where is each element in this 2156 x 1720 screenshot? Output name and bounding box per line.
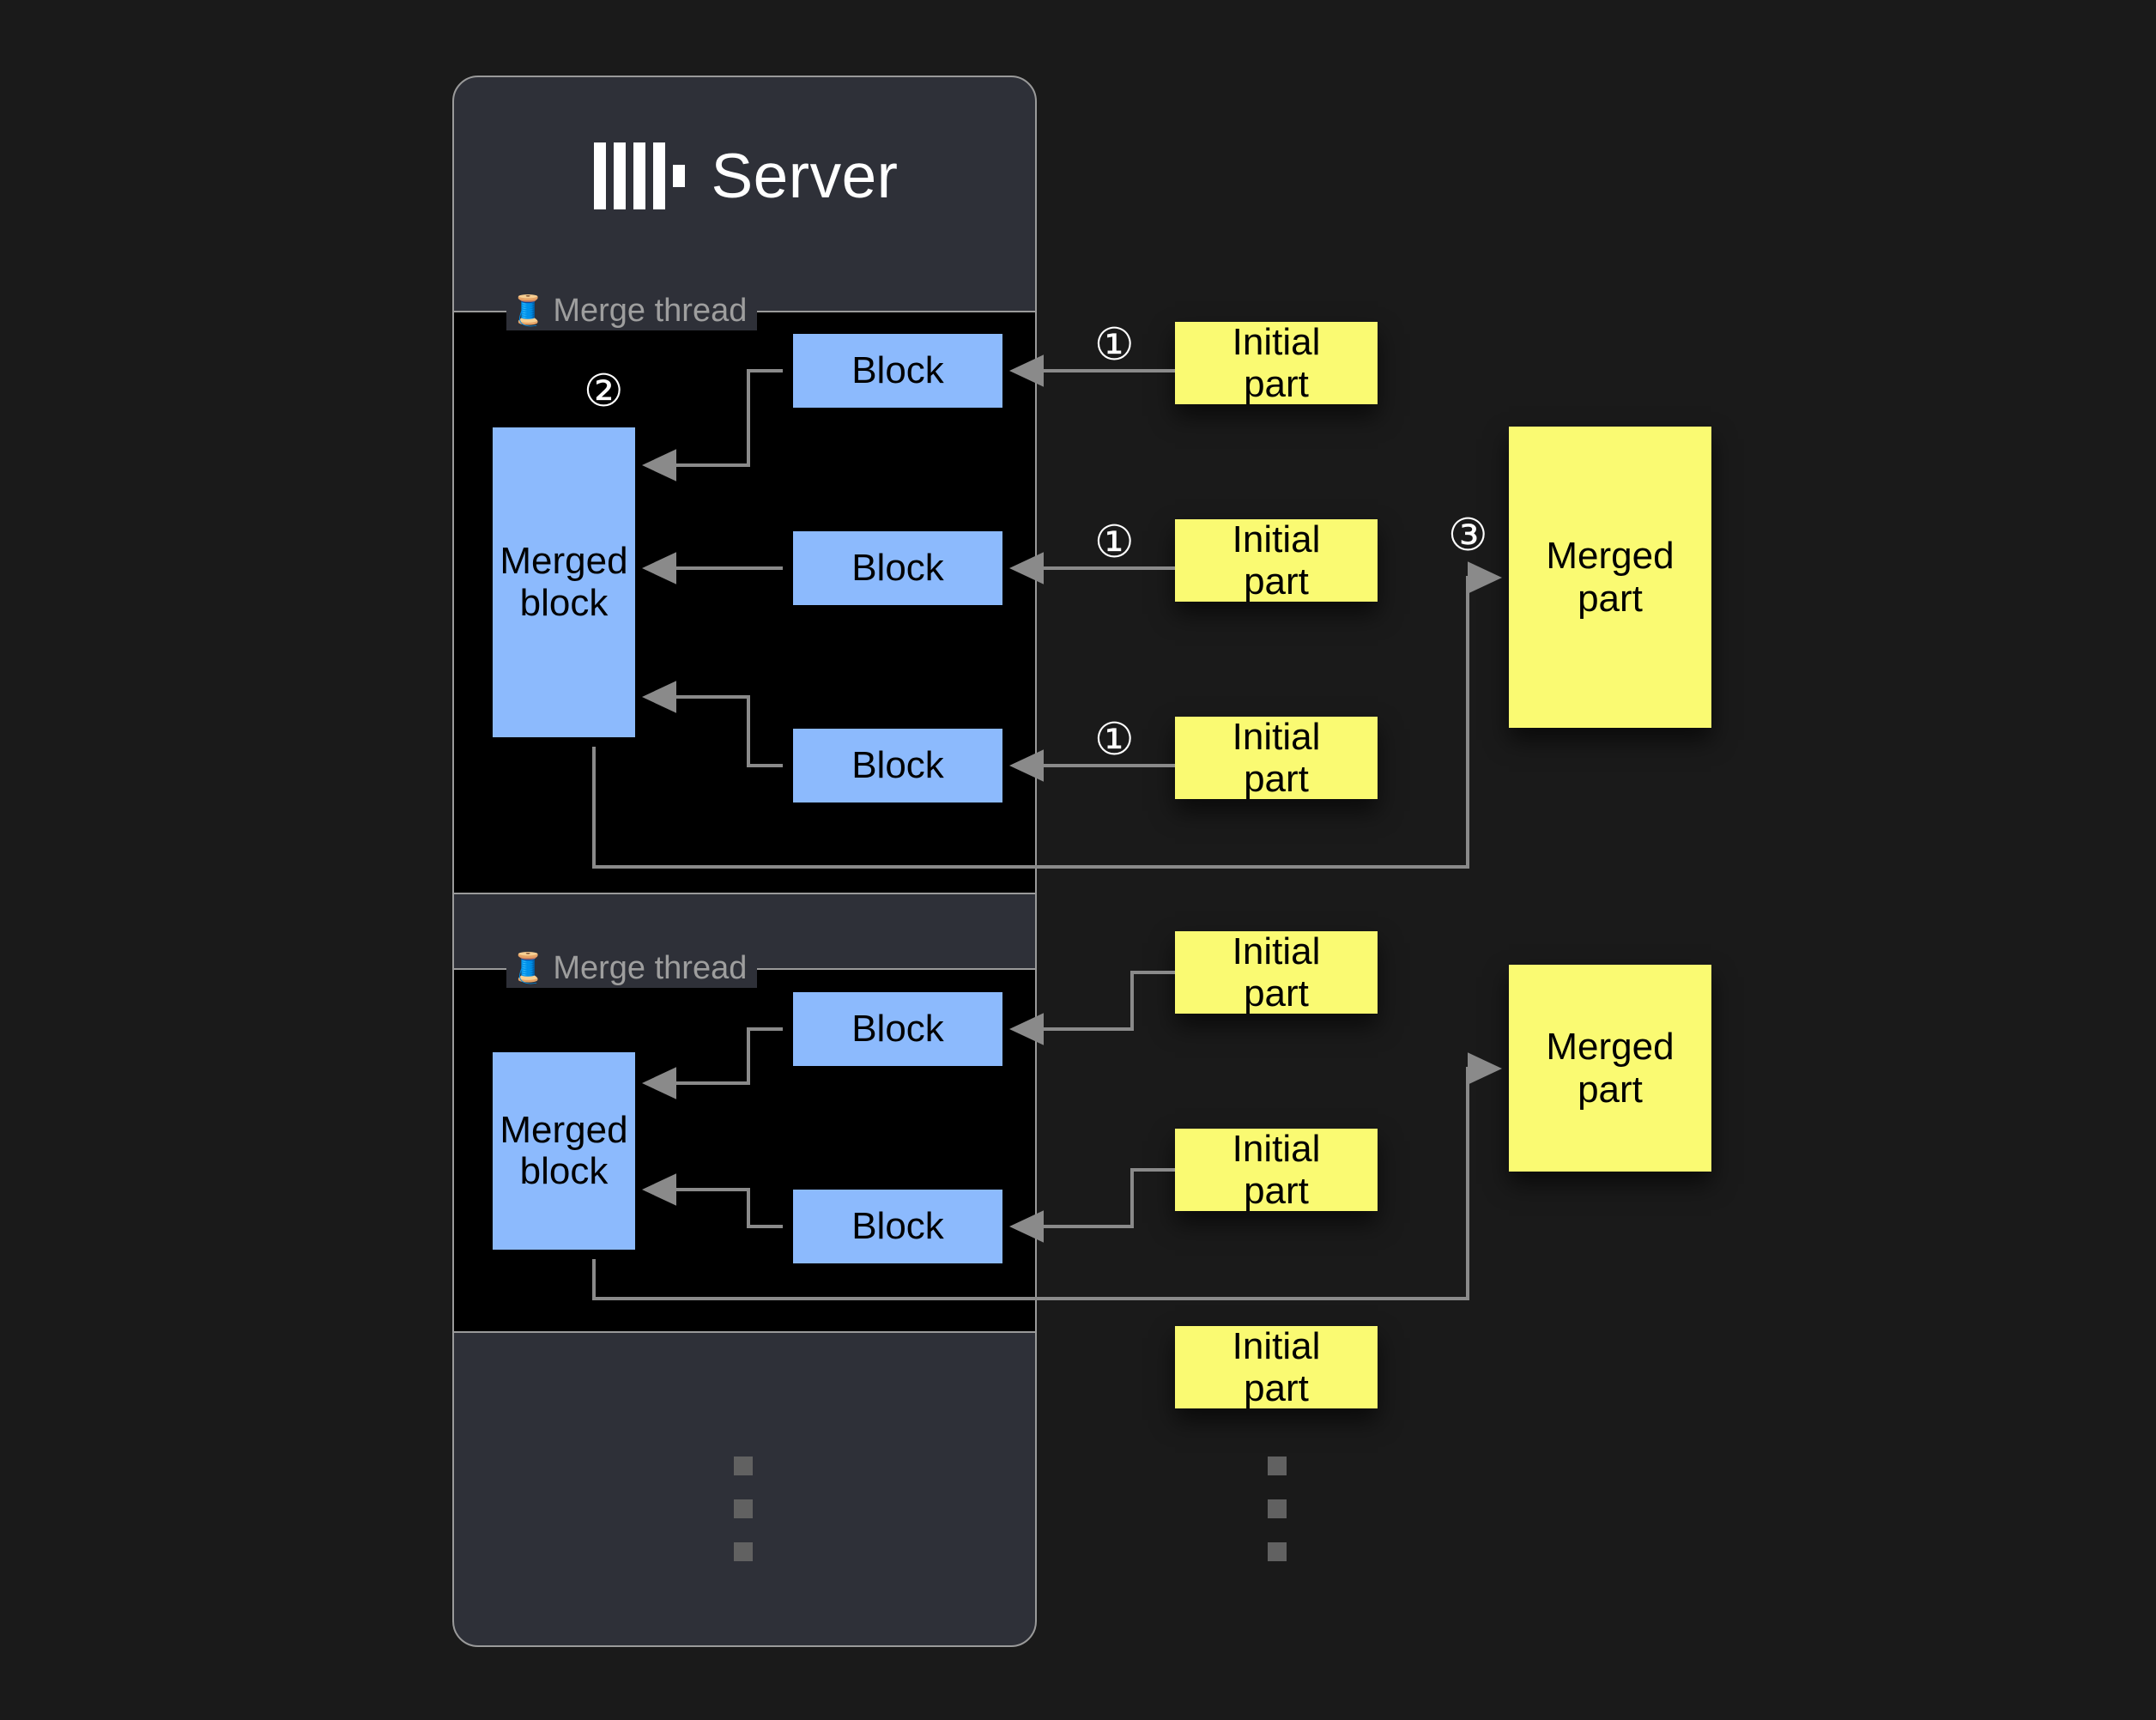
arrow-initialpart4-to-block21: [1009, 971, 1175, 1045]
merged-block-line2: block: [519, 581, 609, 624]
merged-part-line2: part: [1578, 1068, 1643, 1111]
merged-part-line2: part: [1578, 577, 1643, 620]
block-1-1: Block: [793, 334, 1002, 408]
step-badge-1-b: ①: [1094, 518, 1135, 567]
initial-part-line2: part: [1244, 1170, 1309, 1212]
step-badge-1-a: ①: [1094, 320, 1135, 370]
merged-part-2: Merged part: [1509, 965, 1711, 1172]
initial-part-1: Initial part: [1175, 320, 1378, 405]
initial-part-2: Initial part: [1175, 518, 1378, 603]
initial-part-line1: Initial: [1232, 320, 1321, 363]
initial-part-line2: part: [1244, 560, 1309, 603]
initial-part-3: Initial part: [1175, 715, 1378, 800]
initial-part-line1: Initial: [1232, 1127, 1321, 1170]
merged-part-line1: Merged: [1546, 535, 1675, 578]
merged-block-line1: Merged: [500, 540, 628, 583]
server-title: Server: [711, 141, 899, 211]
step-badge-3: ③: [1448, 511, 1488, 560]
initial-part-line1: Initial: [1232, 518, 1321, 560]
initial-part-line2: part: [1244, 363, 1309, 405]
initial-part-5: Initial part: [1175, 1127, 1378, 1212]
initial-part-line1: Initial: [1232, 715, 1321, 758]
block-1-3: Block: [793, 729, 1002, 802]
merged-block-line2: block: [519, 1150, 609, 1192]
initial-part-line2: part: [1244, 1367, 1309, 1409]
initial-part-line2: part: [1244, 758, 1309, 800]
merge-thread-label-1: 🧵 Merge thread: [506, 291, 758, 330]
merge-thread-label-text: Merge thread: [553, 950, 748, 986]
block-1-2: Block: [793, 531, 1002, 605]
merged-block-line1: Merged: [500, 1108, 628, 1151]
block-2-2: Block: [793, 1190, 1002, 1263]
merged-block-2: Merged block: [493, 1052, 635, 1250]
merge-thread-label-2: 🧵 Merge thread: [506, 948, 758, 988]
initial-part-4: Initial part: [1175, 930, 1378, 1014]
server-ellipsis: [734, 1457, 753, 1561]
parts-ellipsis: [1268, 1457, 1287, 1561]
initial-part-6: Initial part: [1175, 1324, 1378, 1409]
initial-part-line2: part: [1244, 972, 1309, 1014]
step-badge-2: ②: [584, 366, 624, 416]
initial-part-line1: Initial: [1232, 1324, 1321, 1367]
step-badge-1-c: ①: [1094, 715, 1135, 765]
merged-part-line1: Merged: [1546, 1026, 1675, 1069]
thread-spool-icon: 🧵: [510, 294, 547, 327]
arrow-initialpart5-to-block22: [1009, 1168, 1175, 1243]
block-2-1: Block: [793, 992, 1002, 1066]
thread-spool-icon: 🧵: [510, 952, 547, 984]
clickhouse-logo-icon: [594, 142, 686, 209]
server-header: Server: [454, 77, 1039, 275]
initial-part-line1: Initial: [1232, 930, 1321, 972]
merged-block-1: Merged block: [493, 427, 635, 737]
merged-part-1: Merged part: [1509, 427, 1711, 728]
merge-thread-label-text: Merge thread: [553, 293, 748, 329]
